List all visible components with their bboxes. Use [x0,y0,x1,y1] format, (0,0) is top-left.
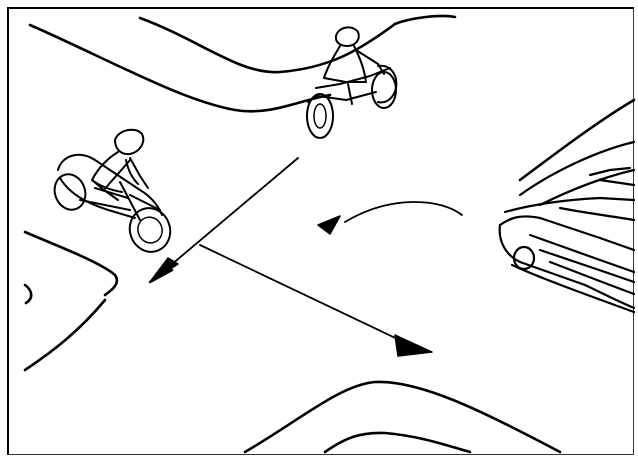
car-icon [500,142,634,312]
car-headlight [514,247,534,269]
curb-top-right [395,16,455,24]
rider-helmet [115,130,143,154]
rear-wheel [50,170,91,214]
curb-top-center [140,18,395,72]
arrow-straight-icon [200,245,432,356]
curb-top-left [30,25,330,111]
arrow-curved-icon [318,202,462,234]
front-wheel [124,202,177,257]
curb-bottom-outer [245,382,560,452]
motorcycle-rider-left [50,130,177,258]
rider-helmet [336,27,359,46]
curb-bottom-inner [325,433,470,452]
curb-right-upper [520,100,634,180]
curb-left-lower [25,232,117,295]
curb-left-bottom [25,300,105,370]
curb-left-stub [25,285,31,303]
arrow-left-turn-icon [150,158,298,282]
motorcycle-rider-top [307,27,396,138]
